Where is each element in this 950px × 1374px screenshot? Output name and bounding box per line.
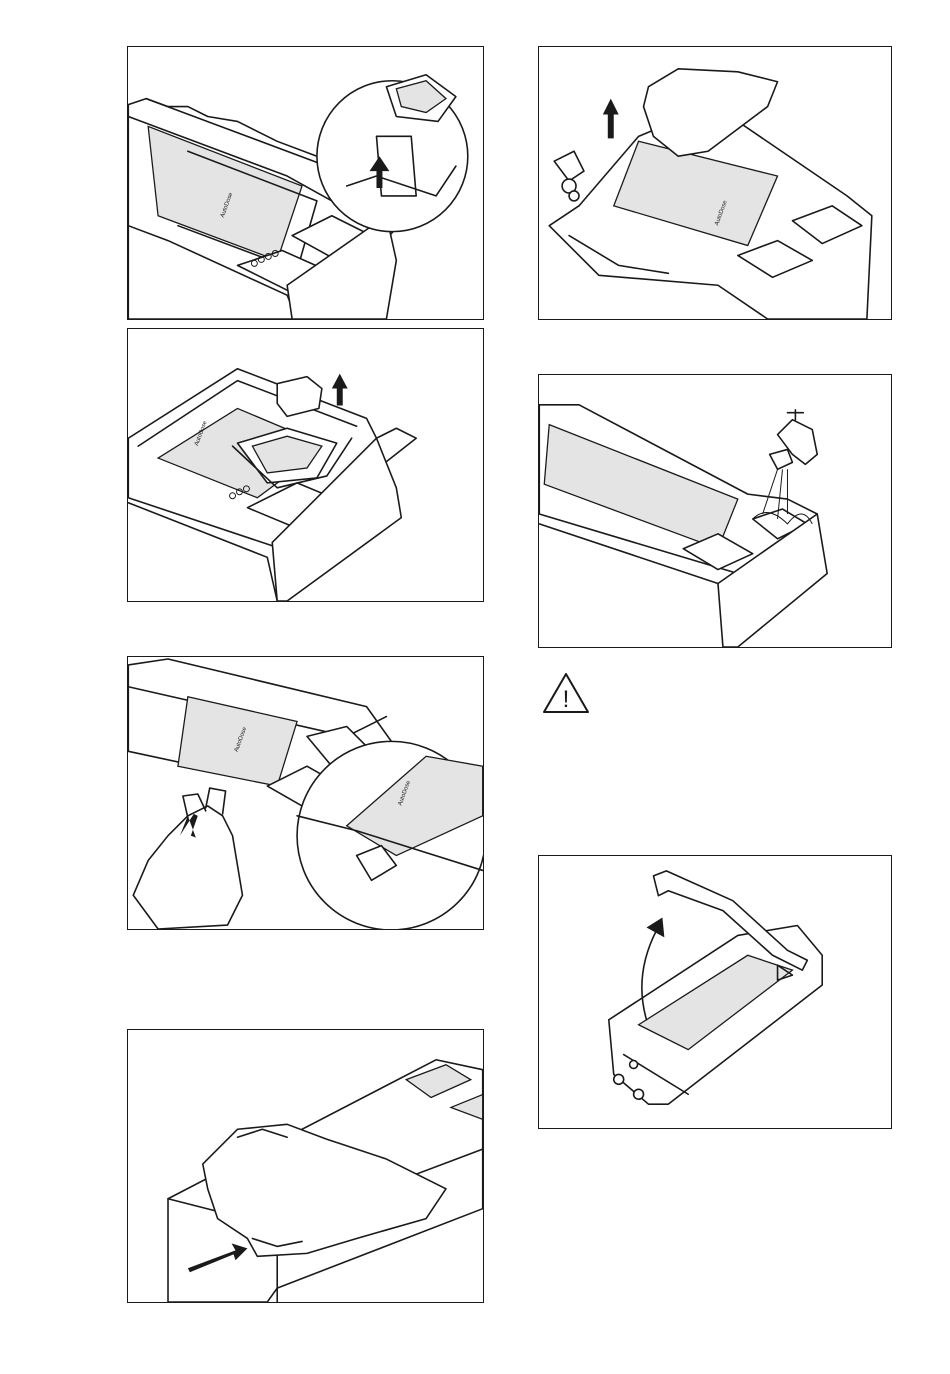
arc-arrow-icon	[647, 918, 665, 938]
figure-open-lid	[538, 855, 892, 1129]
warning-triangle-icon: !	[541, 671, 591, 715]
warning-mark: !	[563, 686, 570, 713]
arrow-up-icon	[603, 99, 619, 139]
figure-lift-cap: AutoDose	[127, 328, 484, 602]
figure-remove-autodose-unit: AutoDose	[538, 46, 892, 320]
arrow-up-icon	[332, 374, 348, 406]
figure-push-drawer	[127, 1029, 484, 1303]
figure-remove-dosing-container: AutoDose	[127, 46, 484, 320]
figure-press-lever: AutoDose AutoDose	[127, 656, 484, 930]
figure-rinse	[538, 374, 892, 648]
